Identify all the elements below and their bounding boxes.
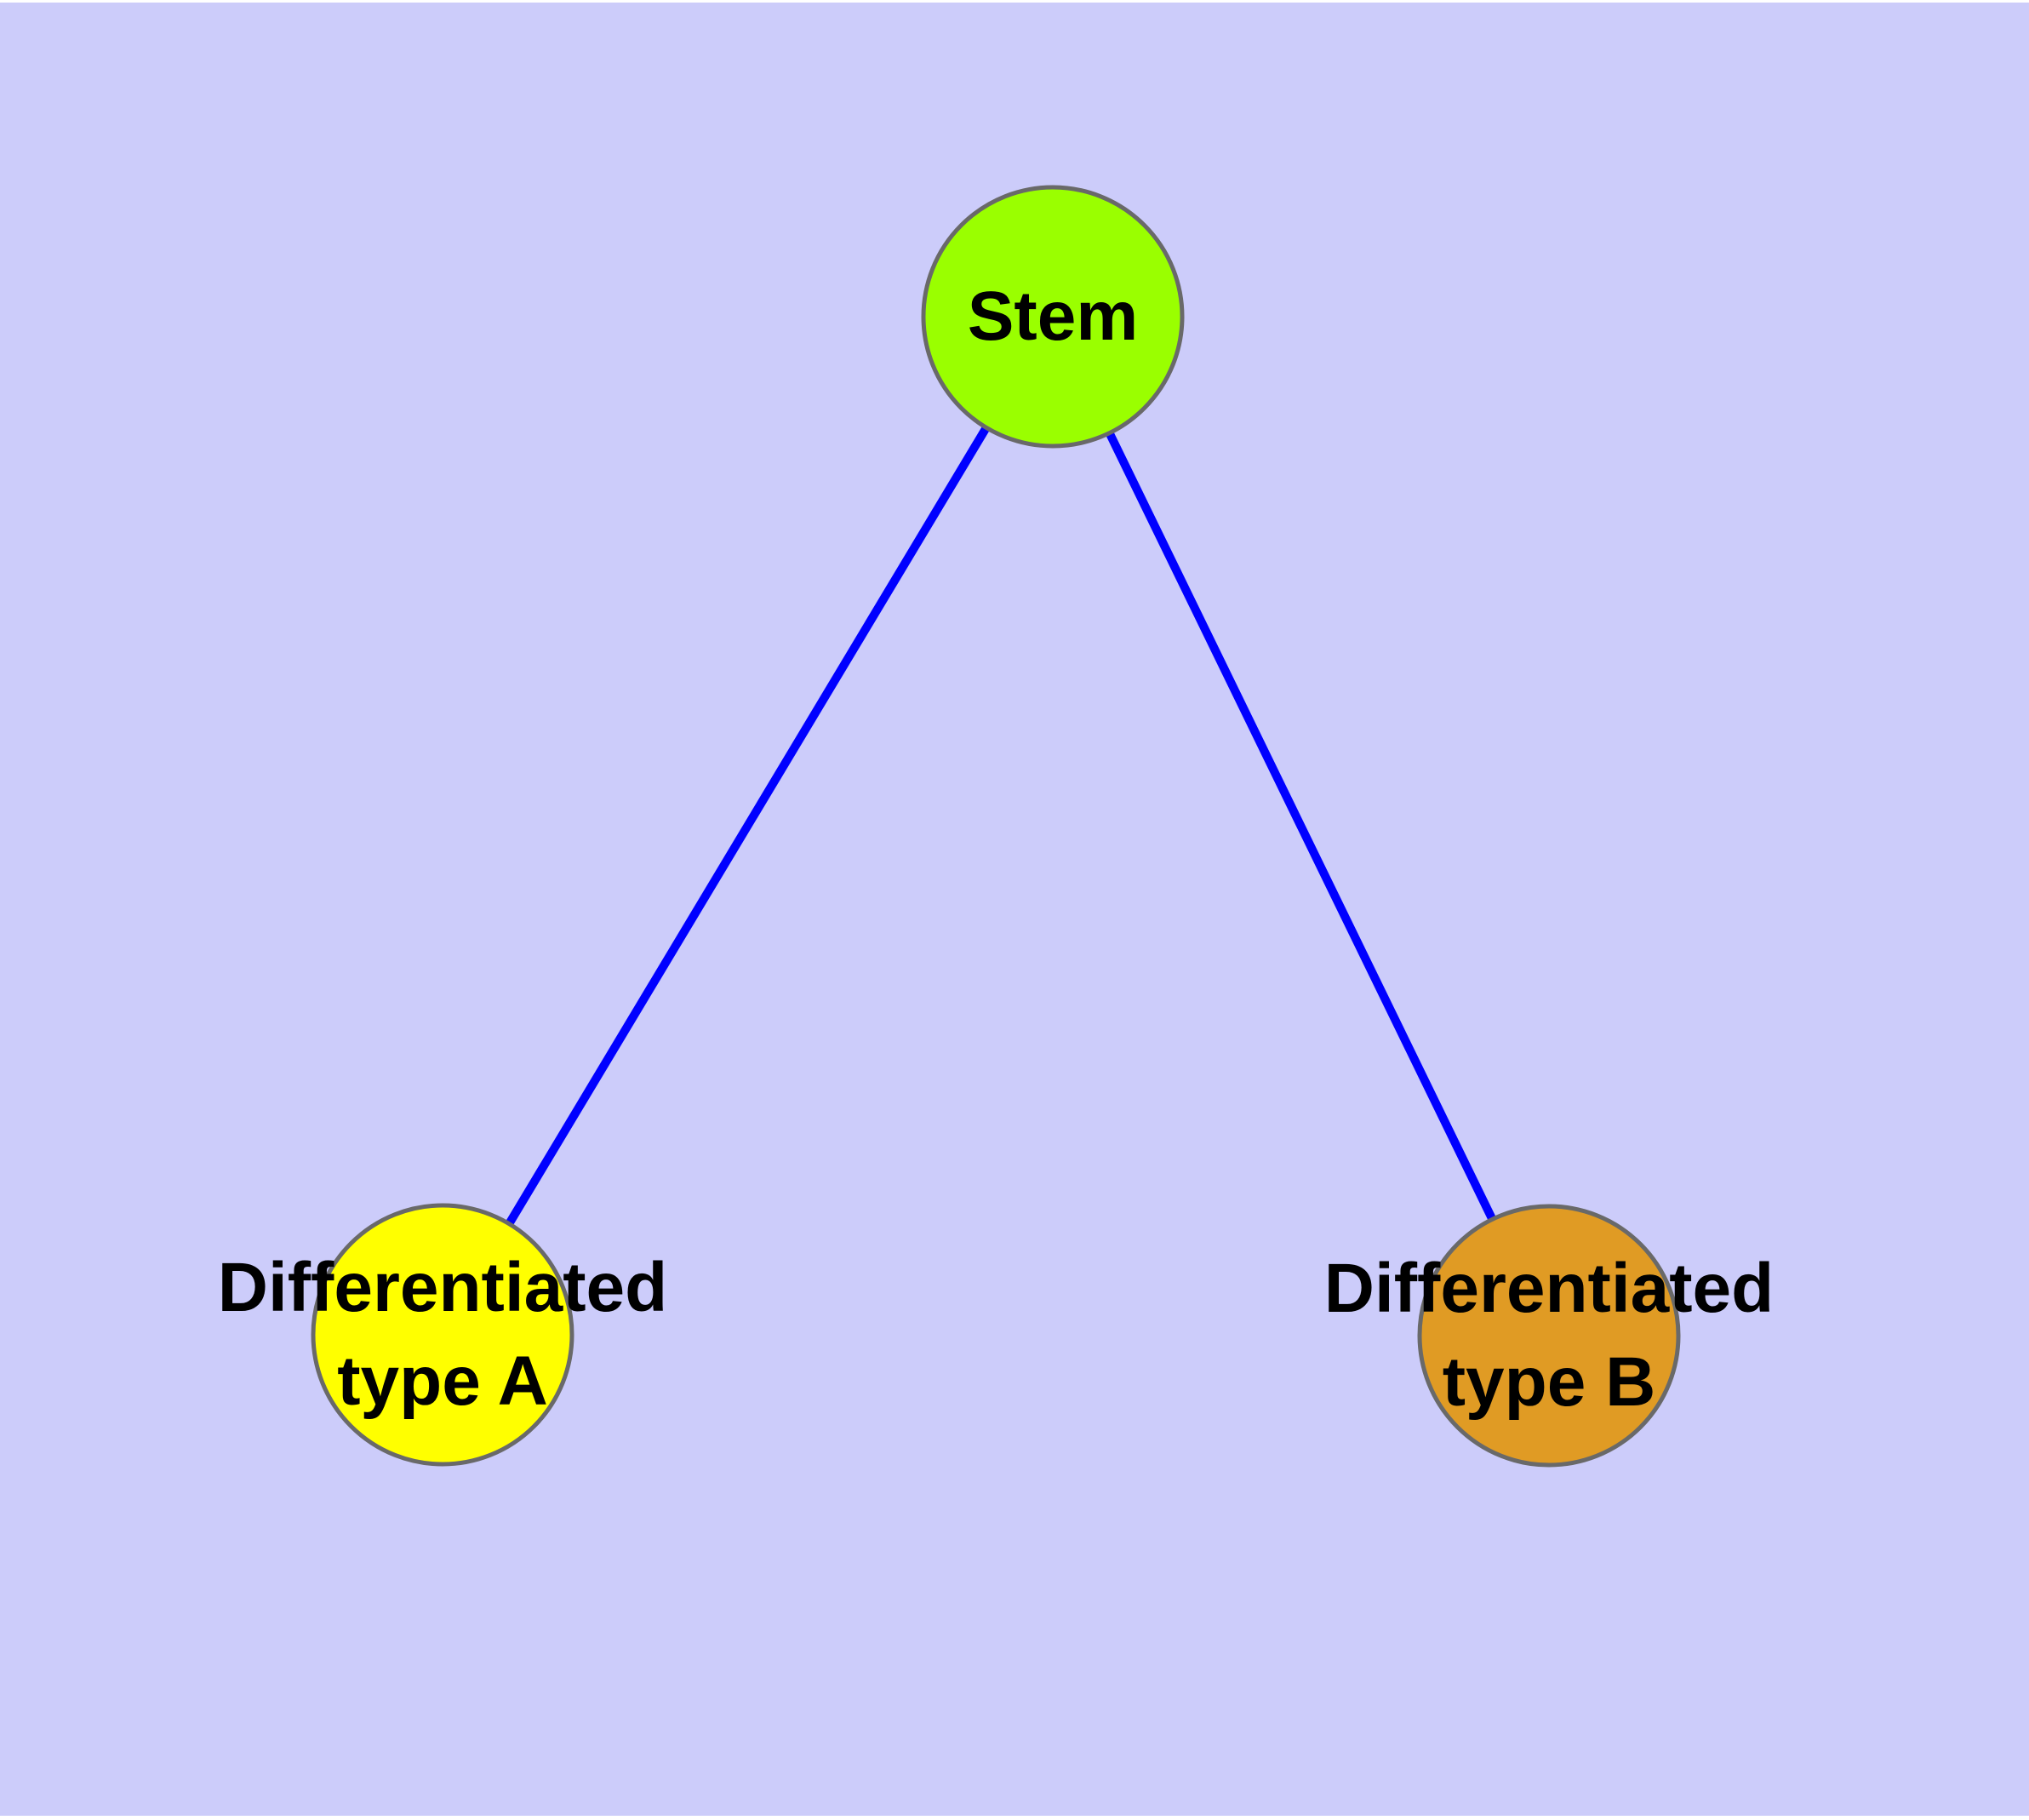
edges-group <box>438 314 1553 1338</box>
graph-node-stem[interactable] <box>921 185 1185 449</box>
graph-edge-stem-to-diff-a[interactable] <box>438 314 1057 1337</box>
node-label-text-diff-b: Differentiated type B <box>1323 1250 1775 1421</box>
node-label-diff-a: Differentiated type A <box>17 1241 868 1428</box>
node-label-diff-b: Differentiated type B <box>1123 1242 1975 1429</box>
node-label-stem: Stem <box>627 270 1478 363</box>
nodes-group <box>311 185 1681 1468</box>
graph-node-diff-b[interactable] <box>1417 1204 1681 1468</box>
graph-node-diff-a[interactable] <box>311 1203 574 1467</box>
cell-lineage-graph <box>311 185 1681 1468</box>
node-label-text-diff-a: Differentiated type A <box>217 1249 668 1420</box>
node-label-text-stem: Stem <box>967 278 1139 355</box>
graph-edge-stem-to-diff-b[interactable] <box>1049 314 1553 1338</box>
